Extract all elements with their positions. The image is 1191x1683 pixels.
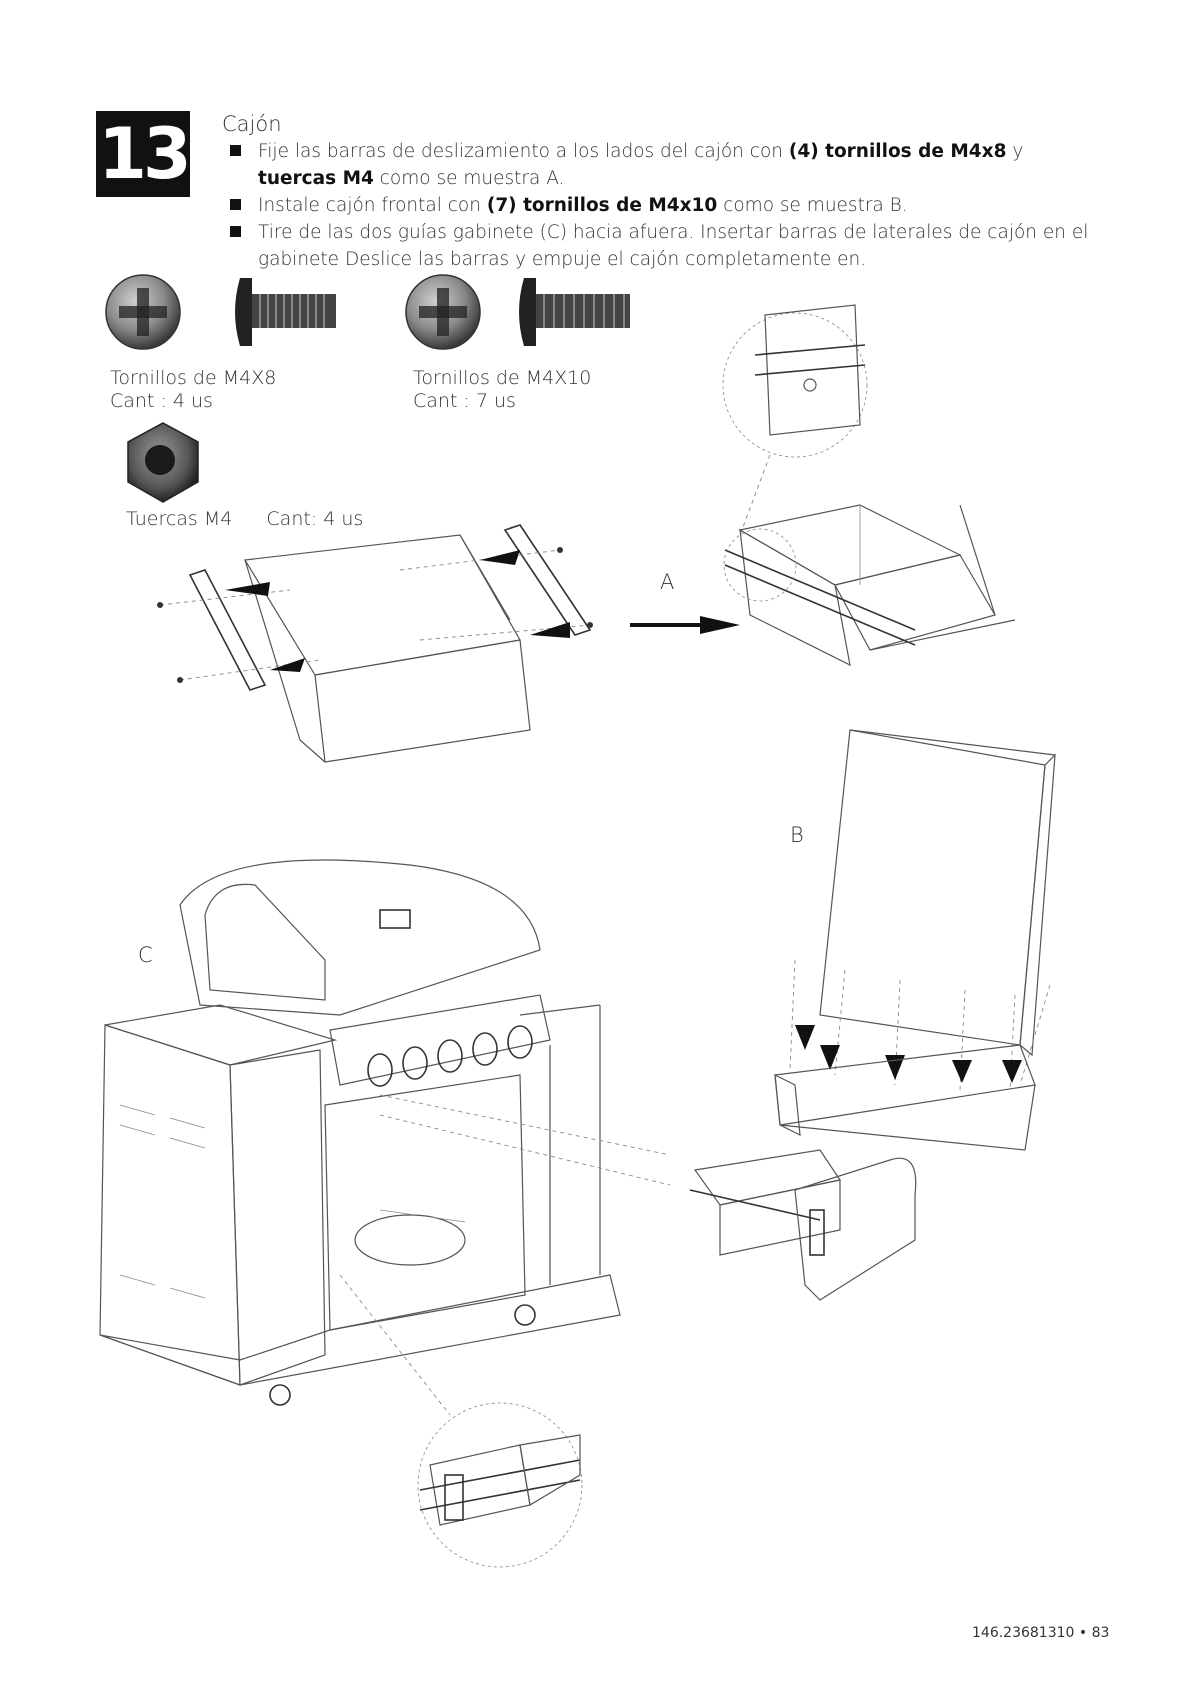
section-title: Cajón [222, 112, 282, 136]
hardware-m4x10-label: Tornillos de M4X10 Cant : 7 us [413, 367, 592, 412]
bullet-icon [230, 145, 241, 156]
callout-a: A [660, 570, 675, 594]
nut-icon [127, 422, 199, 503]
bullet-icon [230, 199, 241, 210]
screw-side-icon [235, 278, 336, 346]
drawer-front-diagram [774, 729, 1056, 1151]
callout-c: C [138, 943, 153, 967]
bullet-icon [230, 226, 241, 237]
grill-cart-diagram [99, 859, 671, 1416]
hardware-m4x8-label: Tornillos de M4X8 Cant : 4 us [110, 367, 277, 412]
instruction-item: Instale cajón frontal con (7) tornillos … [230, 192, 1103, 219]
callout-b: B [790, 823, 804, 847]
instruction-item: Fije las barras de deslizamiento a los l… [230, 138, 1103, 192]
hardware-nut-label: Tuercas M4 Cant: 4 us [126, 508, 364, 530]
screw-side-icon [519, 278, 630, 346]
arrow-right-icon [630, 616, 740, 634]
screw-head-icon [105, 274, 181, 350]
drawer-exploded-diagram [157, 524, 593, 763]
drawer-assembled-diagram [722, 304, 1016, 667]
page-footer: 146.23681310 • 83 [972, 1625, 1110, 1641]
step-number: 13 [98, 113, 191, 195]
magnifier-detail [417, 1402, 583, 1568]
drawer-insert-diagram [689, 1149, 917, 1301]
step-number-badge: 13 [96, 111, 192, 197]
instruction-item: Tire de las dos guías gabinete (C) hacia… [230, 219, 1103, 273]
instruction-list: Fije las barras de deslizamiento a los l… [230, 138, 1103, 273]
screw-head-icon [405, 274, 481, 350]
